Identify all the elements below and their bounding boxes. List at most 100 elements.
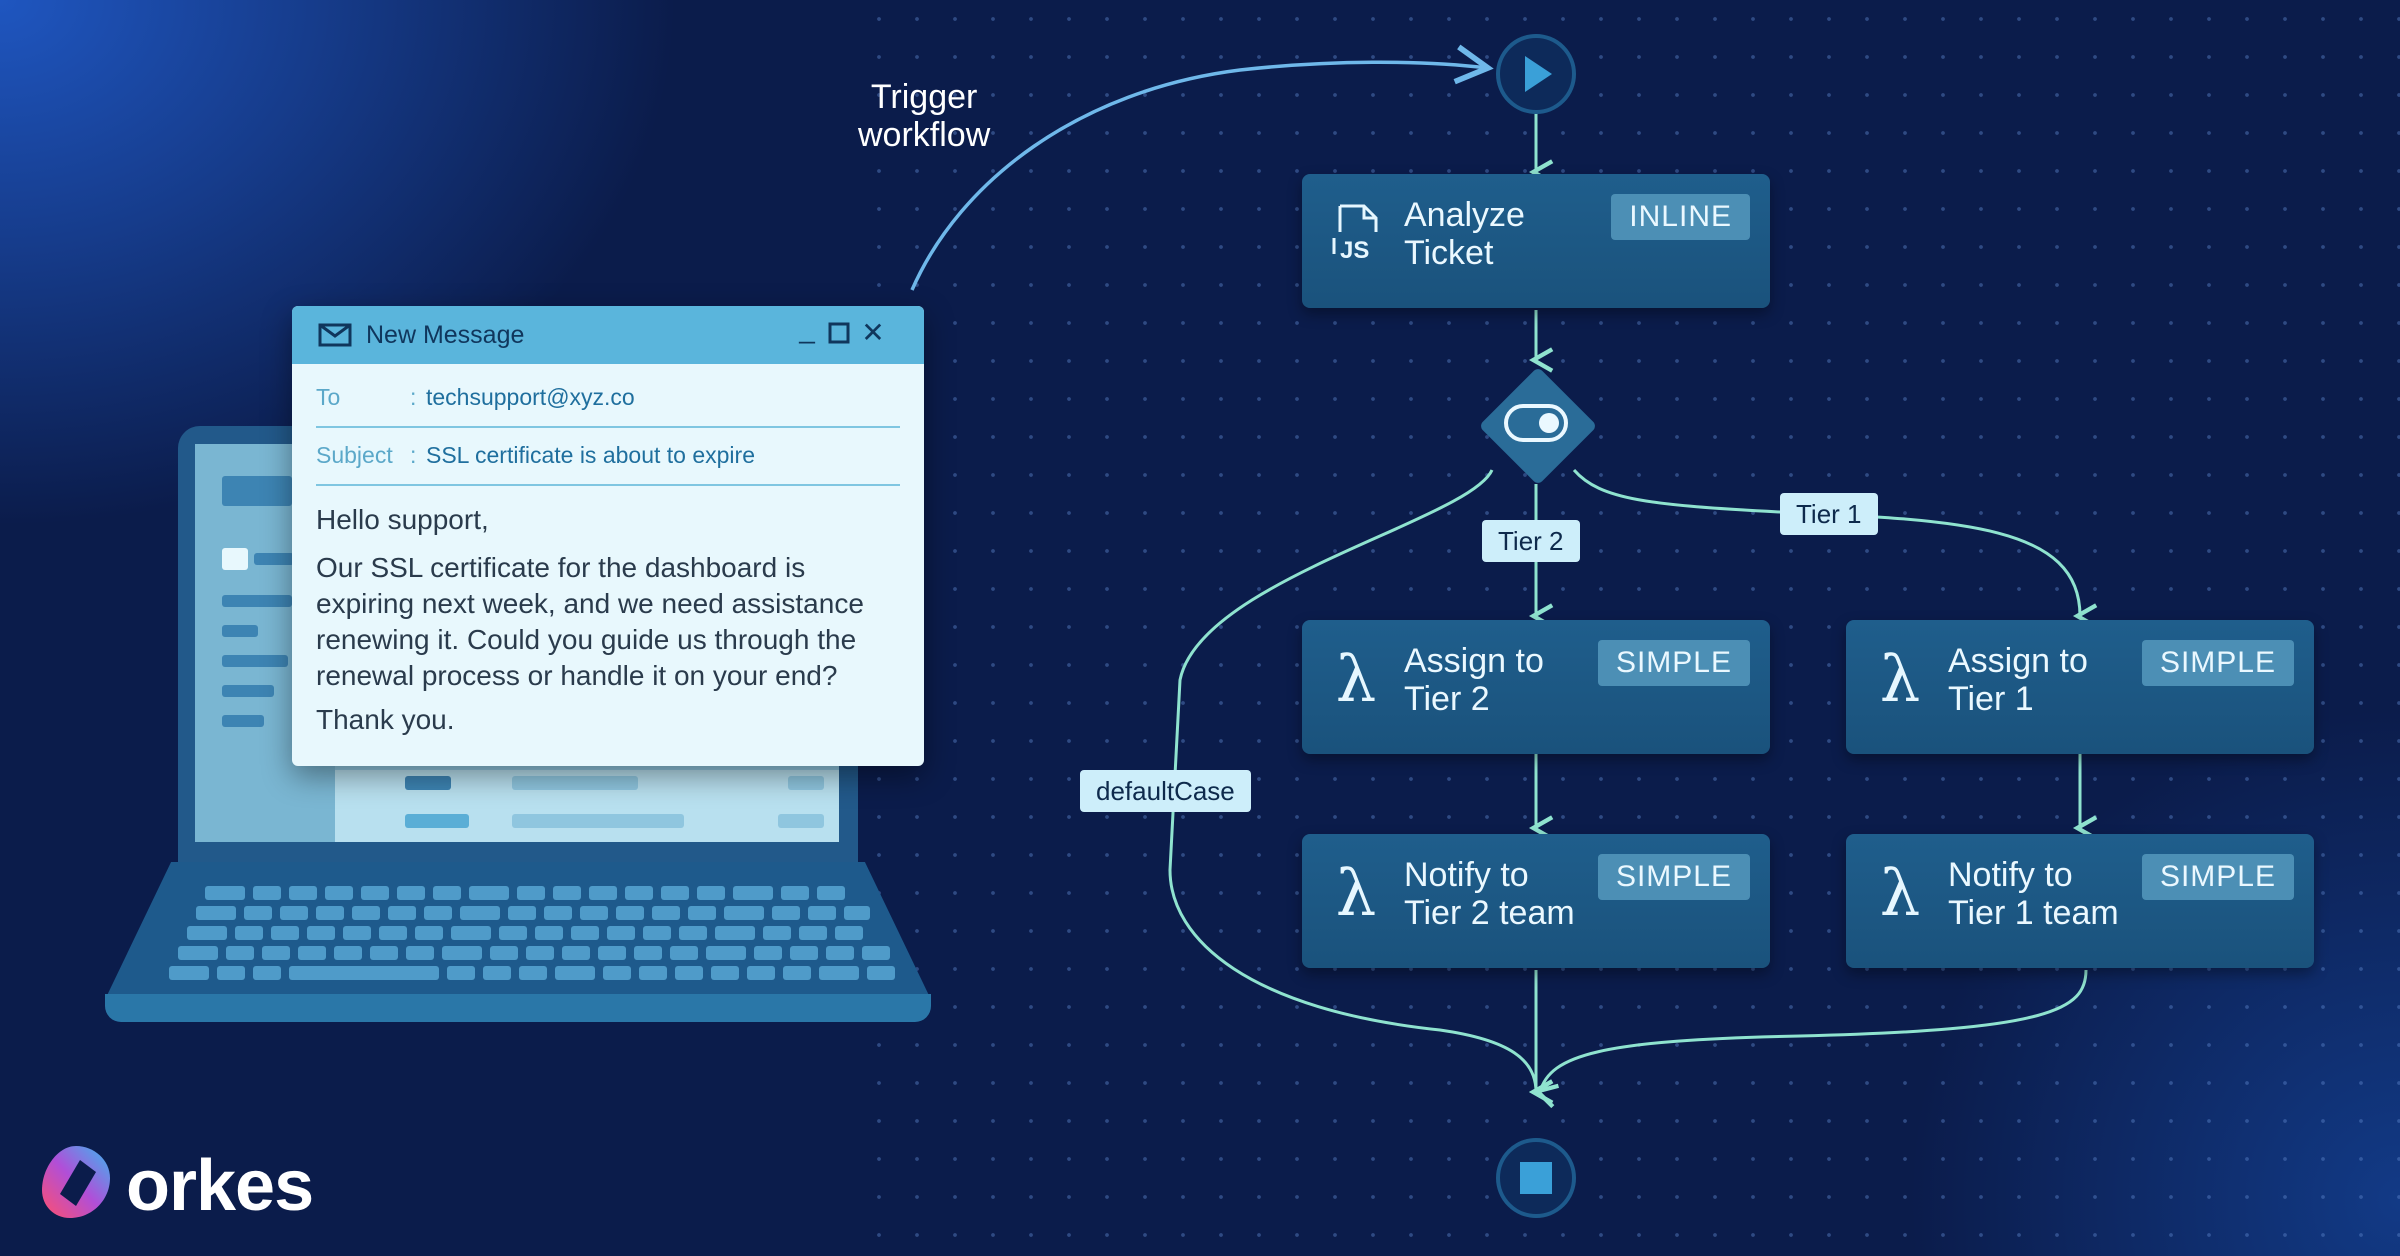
task-title-line2: Tier 2 — [1404, 680, 1490, 718]
task-title-line2: Ticket — [1404, 234, 1494, 272]
email-body-line: Our SSL certificate for the dashboard is — [316, 552, 806, 583]
email-body-line: renewal process or handle it on your end… — [316, 660, 838, 691]
keyboard-key — [544, 906, 572, 920]
laptop-inbox-line — [778, 814, 824, 828]
keyboard-key — [298, 946, 326, 960]
keyboard-key — [670, 946, 698, 960]
email-to-field[interactable]: To : techsupport@xyz.co — [316, 370, 900, 428]
email-body-paragraph[interactable]: Our SSL certificate for the dashboard is… — [316, 550, 906, 694]
maximize-icon[interactable] — [826, 318, 852, 348]
task-type-badge: SIMPLE — [2141, 854, 2294, 900]
laptop-inbox-line — [405, 776, 451, 790]
task-title: Assign to Tier 2 — [1404, 642, 1634, 718]
keyboard-key — [783, 966, 811, 980]
keyboard-key — [519, 966, 547, 980]
keyboard-key — [508, 906, 536, 920]
keyboard-key — [697, 886, 725, 900]
keyboard-key — [379, 926, 407, 940]
keyboard-key — [361, 886, 389, 900]
task-assign-tier1[interactable]: λ Assign to Tier 1 SIMPLE — [1846, 620, 2314, 754]
keyboard-key — [781, 886, 809, 900]
keyboard-key — [526, 946, 554, 960]
email-body-greeting: Hello support, — [316, 504, 489, 535]
keyboard-key — [661, 886, 689, 900]
laptop-ui-line — [222, 715, 264, 727]
keyboard-key — [451, 926, 491, 940]
keyboard-key — [826, 946, 854, 960]
keyboard-key — [424, 906, 452, 920]
keyboard-key — [415, 926, 443, 940]
subject-value[interactable]: SSL certificate is about to expire — [426, 442, 755, 468]
edge-notify1-to-end — [1533, 969, 2088, 1109]
lambda-icon: λ — [1335, 643, 1377, 717]
keyboard-key — [675, 966, 703, 980]
switch-node — [1481, 369, 1595, 483]
keyboard-key — [490, 946, 518, 960]
keyboard-key — [517, 886, 545, 900]
to-value[interactable]: techsupport@xyz.co — [426, 384, 635, 410]
keyboard-key — [370, 946, 398, 960]
task-title-line1: Assign to — [1948, 642, 2088, 680]
keyboard-key — [483, 966, 511, 980]
keyboard-key — [790, 946, 818, 960]
keyboard-key — [289, 886, 317, 900]
task-title: Analyze Ticket — [1404, 196, 1634, 272]
field-separator: : — [410, 384, 417, 410]
toggle-switch-icon — [1504, 404, 1568, 442]
task-assign-tier2[interactable]: λ Assign to Tier 2 SIMPLE — [1302, 620, 1770, 754]
minimize-icon[interactable]: _ — [799, 313, 815, 344]
task-analyze-ticket[interactable]: JS Analyze Ticket INLINE — [1302, 174, 1770, 308]
keyboard-key — [589, 886, 617, 900]
close-icon[interactable]: ✕ — [861, 317, 885, 348]
keyboard-key — [280, 906, 308, 920]
task-title: Notify to Tier 1 team — [1948, 856, 2208, 932]
to-label: To — [316, 384, 341, 410]
keyboard-key — [643, 926, 671, 940]
task-title-line1: Notify to — [1404, 856, 1529, 894]
task-notify-tier1[interactable]: λ Notify to Tier 1 team SIMPLE — [1846, 834, 2314, 968]
keyboard-key — [244, 906, 272, 920]
task-title-line2: Tier 1 team — [1948, 894, 2119, 932]
email-body-closing: Thank you. — [316, 704, 455, 735]
envelope-icon — [318, 323, 352, 347]
keyboard-key — [715, 926, 755, 940]
laptop-ui-block — [222, 476, 292, 506]
brand-name: orkes — [126, 1146, 314, 1226]
keyboard-key — [352, 906, 380, 920]
keyboard-key — [433, 886, 461, 900]
compose-icon — [222, 548, 248, 570]
keyboard-key — [447, 966, 475, 980]
keyboard-key — [607, 926, 635, 940]
keyboard-key — [733, 886, 773, 900]
task-title: Assign to Tier 1 — [1948, 642, 2178, 718]
keyboard-key — [763, 926, 791, 940]
email-subject-field[interactable]: Subject : SSL certificate is about to ex… — [316, 428, 900, 486]
email-body-line: expiring next week, and we need assistan… — [316, 588, 864, 619]
laptop-inbox-line — [405, 814, 469, 828]
laptop-inbox-line — [512, 814, 684, 828]
task-title: Notify to Tier 2 team — [1404, 856, 1664, 932]
keyboard-key — [406, 946, 434, 960]
keyboard-key — [706, 946, 746, 960]
keyboard-key — [271, 926, 299, 940]
task-type-badge: SIMPLE — [2141, 640, 2294, 686]
keyboard-key — [867, 966, 895, 980]
keyboard-key — [535, 926, 563, 940]
task-title-line2: Tier 1 — [1948, 680, 2034, 718]
task-title-line1: Assign to — [1404, 642, 1544, 680]
keyboard-key — [469, 886, 509, 900]
keyboard-key — [343, 926, 371, 940]
keyboard-key — [262, 946, 290, 960]
svg-text:JS: JS — [1340, 237, 1369, 262]
laptop-ui-line — [222, 625, 258, 637]
keyboard-key — [603, 966, 631, 980]
laptop-ui-line — [222, 685, 274, 697]
laptop-inbox-line — [512, 776, 638, 790]
keyboard-key — [747, 966, 775, 980]
keyboard-key — [562, 946, 590, 960]
laptop-ui-line — [222, 655, 288, 667]
edge-switch-to-tier1 — [1572, 469, 2098, 629]
keyboard-key — [598, 946, 626, 960]
task-notify-tier2[interactable]: λ Notify to Tier 2 team SIMPLE — [1302, 834, 1770, 968]
task-title-line2: Tier 2 team — [1404, 894, 1575, 932]
